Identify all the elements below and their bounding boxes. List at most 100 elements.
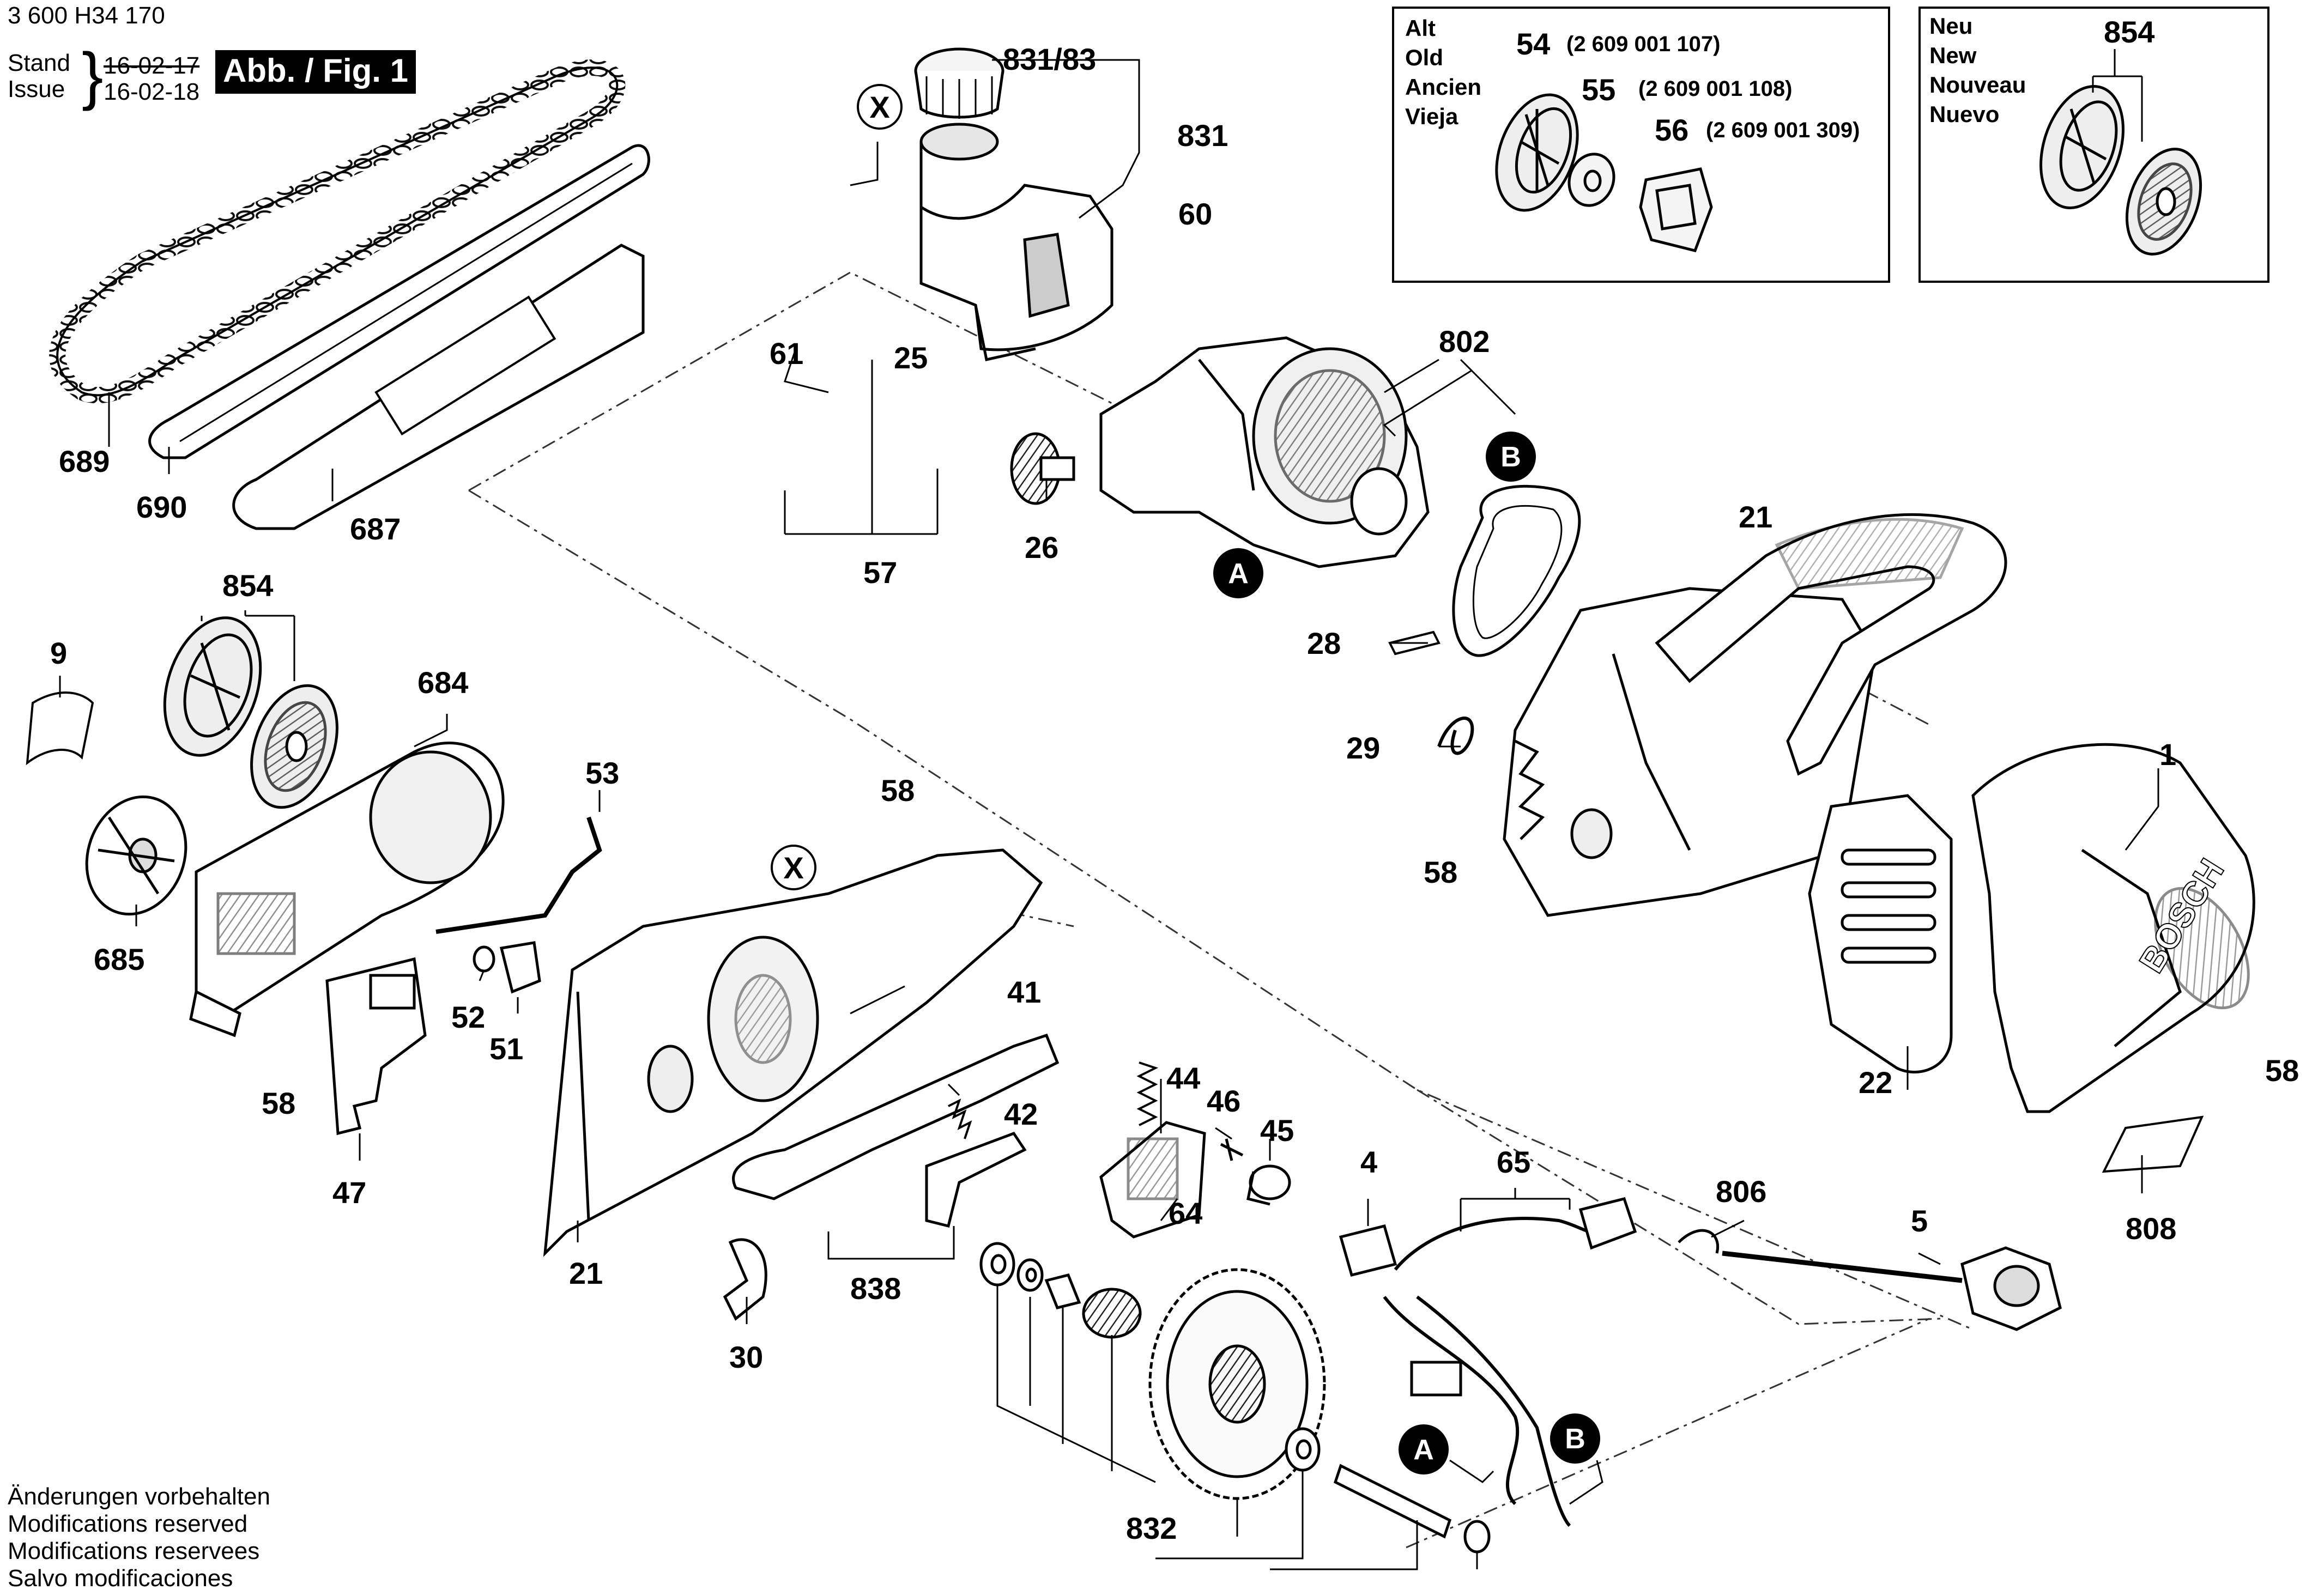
issue-date: 16-02-18	[104, 78, 200, 105]
new-part-num-854: 854	[2104, 15, 2154, 49]
callout-61: 61	[770, 336, 803, 371]
callout-58-cover: 58	[881, 773, 915, 808]
bracket-47	[325, 957, 427, 1136]
new-fan-wheel	[2039, 85, 2125, 209]
old-box-languages: Alt Old Ancien Vieja	[1405, 15, 1481, 129]
callout-64: 64	[1169, 1196, 1202, 1230]
ref-a-motor-label: A	[1228, 558, 1249, 590]
callout-52: 52	[451, 1000, 485, 1034]
mains-plug	[1960, 1246, 2062, 1331]
callout-22: 22	[1859, 1065, 1892, 1100]
pin-46	[1220, 1138, 1244, 1161]
ring-52	[473, 945, 495, 973]
old-part-code-56: (2 609 001 309)	[1706, 118, 1860, 142]
switch-cover	[1808, 794, 1953, 1073]
old-lang-1: Old	[1405, 45, 1443, 70]
motor-assembly	[1099, 336, 1430, 568]
x-marker-label: X	[869, 90, 889, 124]
bearing-2	[1285, 1427, 1321, 1472]
stand-label: Stand	[8, 50, 70, 76]
callout-4: 4	[1360, 1145, 1377, 1179]
lever-838	[732, 1033, 1060, 1200]
old-fan-wheel	[1495, 93, 1579, 212]
gear-wheel-854	[250, 684, 338, 809]
callout-47: 47	[332, 1175, 366, 1210]
ref-a-cable-label: A	[1413, 1434, 1434, 1466]
ref-b-motor: B	[1486, 432, 1536, 482]
old-part-code-54: (2 609 001 107)	[1566, 32, 1720, 56]
callout-687: 687	[350, 512, 401, 546]
plug-806	[1578, 1197, 1719, 1254]
callout-831: 831	[1177, 118, 1228, 153]
new-lang-1: New	[1929, 43, 1977, 68]
assembly-line	[1406, 1318, 1930, 1549]
document-code: 3 600 H34 170	[8, 2, 165, 29]
knob-45	[1246, 1164, 1291, 1206]
old-part-code-55: (2 609 001 108)	[1638, 77, 1792, 101]
washer-1	[1016, 1258, 1044, 1292]
callout-58-mid: 58	[1424, 855, 1457, 889]
assembly-line	[1417, 1089, 1941, 1325]
figure-badge: Abb. / Fig. 1	[215, 50, 416, 94]
callout-65: 65	[1497, 1145, 1530, 1179]
callout-58-left: 58	[262, 1086, 295, 1120]
old-clip	[1639, 167, 1713, 252]
hook-30	[723, 1238, 767, 1321]
old-lang-3: Vieja	[1405, 104, 1458, 129]
disclaimer: Änderungen vorbehalten Modifications res…	[8, 1483, 270, 1592]
disclaimer-line-es: Salvo modificaciones	[8, 1565, 233, 1592]
bearing-1	[979, 1242, 1015, 1286]
old-part-num-54: 54	[1516, 27, 1550, 61]
guide-bar	[148, 144, 650, 459]
callout-690: 690	[136, 490, 187, 524]
oil-tank	[919, 123, 1113, 361]
ref-a-cable: A	[1399, 1424, 1449, 1474]
part-numbers: 831/83 831 60 61 25 57 26 802 21 28 29 5…	[50, 42, 2299, 1545]
new-lang-2: Nouveau	[1929, 72, 2026, 98]
callout-1: 1	[2159, 737, 2176, 772]
new-gear-wheel	[2125, 148, 2202, 256]
terminal-4	[1339, 1224, 1397, 1277]
callout-53: 53	[585, 756, 619, 790]
callout-838: 838	[850, 1271, 901, 1306]
label-sticker-9	[26, 691, 94, 766]
wire-53	[435, 816, 602, 934]
needle-bearing	[1082, 1288, 1142, 1339]
callout-808: 808	[2126, 1211, 2176, 1246]
callout-689: 689	[59, 444, 110, 478]
handle	[1655, 513, 2007, 776]
pinion-gear	[1010, 432, 1075, 505]
callout-831-83: 831/83	[1003, 42, 1096, 76]
housing-half-right	[1503, 587, 1877, 917]
callout-21-left: 21	[569, 1256, 603, 1290]
saw-chain-outline	[56, 66, 619, 397]
fan-685	[85, 795, 187, 916]
old-part-num-55: 55	[1582, 72, 1615, 107]
sprocket-guard-684	[189, 741, 505, 1037]
spring-44	[1136, 1061, 1159, 1126]
callout-806: 806	[1716, 1174, 1766, 1209]
connector-block	[1410, 1361, 1462, 1397]
disclaimer-line-fr: Modifications reservees	[8, 1538, 260, 1564]
callout-58-right: 58	[2265, 1053, 2299, 1088]
callout-832: 832	[1126, 1511, 1177, 1545]
stand-date: 16-02-17	[104, 52, 200, 79]
label-808	[2102, 1115, 2204, 1173]
ref-b-cable-label: B	[1565, 1423, 1585, 1455]
old-washer	[1567, 153, 1615, 207]
callout-45: 45	[1260, 1113, 1294, 1148]
callout-42: 42	[1004, 1097, 1038, 1131]
callout-684: 684	[417, 665, 468, 700]
bearing-3	[1463, 1520, 1491, 1553]
x-marker-label-2: X	[783, 851, 803, 885]
old-parts-box	[1392, 7, 1890, 283]
old-part-num-56: 56	[1655, 113, 1688, 147]
callout-25: 25	[894, 341, 928, 375]
ref-a-motor: A	[1213, 548, 1263, 598]
leader-lines	[59, 59, 2159, 1570]
new-lang-0: Neu	[1929, 13, 1972, 39]
shaft	[1333, 1464, 1452, 1539]
assembly-line	[468, 489, 1974, 1331]
